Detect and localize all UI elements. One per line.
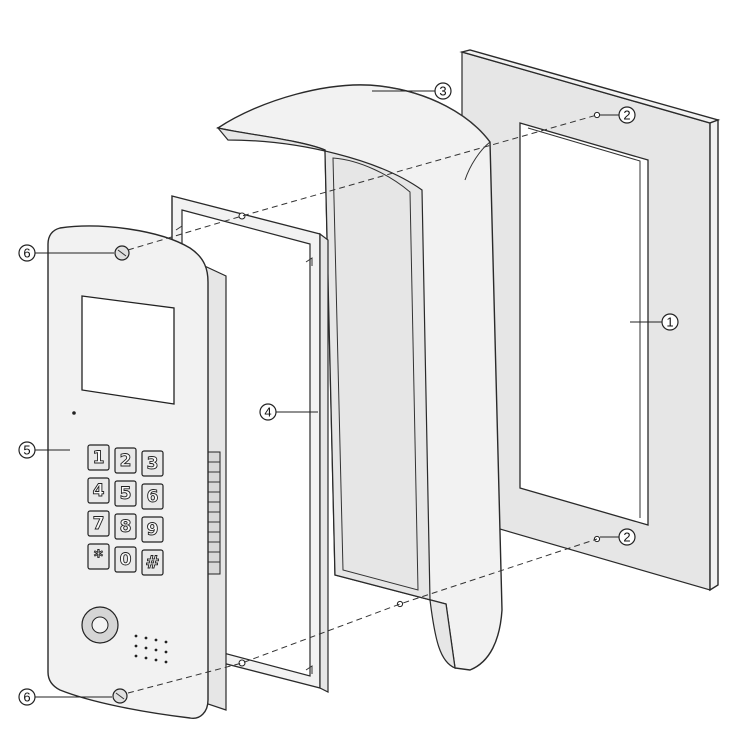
key-2: 2 [114, 447, 137, 474]
key-label: 7 [93, 514, 105, 534]
key-cap [141, 450, 164, 477]
key-cap [87, 444, 110, 471]
callout-5: 5 [18, 441, 36, 459]
key-cap [141, 516, 164, 543]
key-label: 0 [120, 550, 132, 570]
key-label: 1 [93, 448, 105, 468]
speaker-grille [134, 634, 168, 664]
callout-6-bottom: 6 [18, 688, 36, 706]
key-star: * [87, 543, 110, 570]
key-cap [114, 480, 137, 507]
callout-4-label: 4 [264, 405, 271, 420]
key-cap [87, 543, 110, 570]
key-label: 5 [120, 484, 132, 504]
rain-hood [216, 84, 503, 671]
callout-5-label: 5 [23, 443, 30, 458]
key-7: 7 [87, 510, 110, 537]
key-cap [87, 477, 110, 504]
callout-2-top: 2 [618, 106, 636, 124]
key-label: 2 [120, 451, 132, 471]
key-cap [114, 513, 137, 540]
callout-2-bottom: 2 [618, 528, 636, 546]
callout-3: 3 [434, 82, 452, 100]
callout-6-top-label: 6 [23, 246, 30, 261]
key-3: 3 [141, 450, 164, 477]
key-cap [114, 447, 137, 474]
key-label: # [145, 553, 159, 573]
key-9: 9 [141, 516, 164, 543]
key-cap [114, 546, 137, 573]
key-label: * [94, 547, 103, 567]
key-1: 1 [87, 444, 110, 471]
key-cap [141, 483, 164, 510]
assembly-lines [127, 114, 598, 694]
callouts: 1 2 2 3 4 5 6 6 [18, 82, 679, 706]
callout-6-top: 6 [18, 244, 36, 262]
key-cap [141, 549, 164, 576]
key-label: 3 [147, 454, 159, 474]
callout-1: 1 [661, 313, 679, 331]
key-5: 5 [114, 480, 137, 507]
key-hash: # [141, 549, 164, 576]
callout-4: 4 [259, 403, 277, 421]
key-label: 6 [147, 487, 159, 507]
screw-bottom [112, 688, 128, 704]
screw-top [114, 245, 130, 261]
key-4: 4 [87, 477, 110, 504]
callout-6-bottom-label: 6 [23, 690, 30, 705]
key-label: 4 [93, 481, 105, 501]
key-0: 0 [114, 546, 137, 573]
callout-2-top-label: 2 [623, 108, 630, 123]
callout-1-label: 1 [666, 315, 673, 330]
key-8: 8 [114, 513, 137, 540]
key-label: 9 [147, 520, 159, 540]
key-6: 6 [141, 483, 164, 510]
key-cap [87, 510, 110, 537]
callout-2-bottom-label: 2 [623, 530, 630, 545]
callout-3-label: 3 [439, 84, 446, 99]
mounting-plate [459, 49, 721, 592]
key-label: 8 [120, 517, 132, 537]
